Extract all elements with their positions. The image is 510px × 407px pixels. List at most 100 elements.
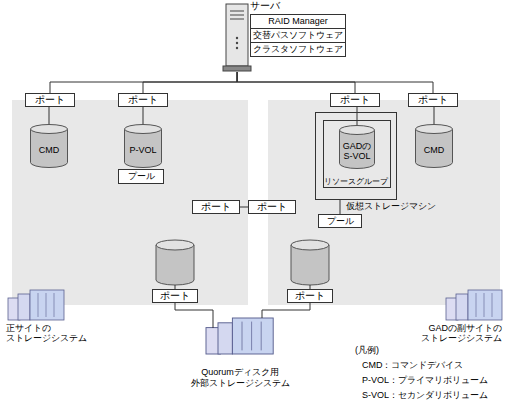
legend-row: CMD：コマンドデバイス [362,360,464,370]
server-detail [236,37,238,39]
storage-slot [38,293,39,317]
server-detail [236,42,238,44]
server-detail [230,15,244,16]
port-box: ポート [25,93,75,107]
connector-line [143,107,144,124]
volume-cylinder: CMD [30,124,68,168]
cylinder-body [31,129,68,168]
storage-slot [492,293,493,317]
connector-line [357,107,358,125]
connector-line [50,72,237,93]
node-text: プール [128,171,155,181]
storage-slot [251,322,252,351]
connector-line [49,107,50,124]
port-box: ポート [152,289,198,303]
pool-box: プール [318,214,362,228]
connector-line [262,303,310,318]
node-text: CMD [424,145,445,155]
port-box: ポート [287,289,333,303]
node-text: RAID Manager [268,16,328,26]
connector-line [175,303,213,328]
storage-rack [468,290,502,320]
cylinder-body [340,130,375,168]
legend-text: S-VOL：セカンダリボリューム [362,390,488,400]
node-text: P-VOL [129,145,156,155]
node-text: Quorumディスク用 外部ストレージシステム [185,367,295,388]
storage-rack [218,323,232,354]
port-box: ポート [248,200,296,214]
node-text: 交替パスソフトウェア [253,30,343,40]
site-area [12,100,248,305]
volume-cylinder: P-VOL [124,124,162,168]
node-text: ポート [35,94,65,106]
pool-box: プール [118,169,164,184]
storage-slot [484,293,485,317]
storage-slot [261,322,262,351]
node-text: プール [327,216,354,226]
node-text: ポート [295,290,325,302]
legend-text: P-VOL：プライマリボリューム [362,375,488,385]
connector-line [143,72,237,93]
cylinder-top [125,125,162,134]
server-base [223,66,251,71]
node-text: ポート [340,94,370,106]
storage-icon [8,290,64,320]
software-box: RAID Manager [250,14,346,29]
server: RAID Manager交替パスソフトウェアクラスタソフトウェアサーバ [222,0,348,72]
node-text: 仮想ストレージマシン [346,201,436,211]
node-text: クラスタソフトウェア [253,44,343,54]
software-box: 交替パスソフトウェア [250,28,346,43]
cylinder-body [125,129,162,168]
server-detail [230,11,244,12]
cylinder-top [416,125,453,134]
storage-slot [476,293,477,317]
node-text: ポート [257,201,287,213]
storage-icon [446,290,502,320]
volume-cylinder [291,245,329,285]
node-text: ポート [160,290,190,302]
site-area [268,100,500,305]
connector-line [434,107,435,124]
node-text: ポート [128,94,158,106]
connector-line [340,200,341,214]
server-icon [226,4,248,66]
node-text: GADの S-VOL [339,141,375,162]
storage-rack [30,290,64,320]
port-box: ポート [408,93,458,107]
volume-cylinder-top [156,240,194,250]
node-text: 正サイトの ストレージシステム [6,323,112,344]
cylinder-body [416,129,453,168]
storage-system: GADの副サイトの ストレージシステム [398,288,506,346]
port-box: ポート [192,200,240,214]
legend-text: CMD：コマンドデバイス [362,360,464,370]
software-box: クラスタソフトウェア [250,42,346,57]
legend-heading: (凡例) [355,345,379,355]
legend-row: P-VOL：プライマリボリューム [362,375,488,385]
connector-line [237,72,355,93]
port-box: ポート [118,93,168,107]
volume-cylinder [156,245,194,285]
port-box: ポート [330,93,380,107]
storage-rack [18,294,30,320]
cylinder-top [31,125,68,134]
server-detail [236,47,238,49]
volume-cylinder: GADの S-VOL [339,125,375,169]
storage-slot [46,293,47,317]
storage-rack [232,318,273,354]
node-text: ポート [201,201,231,213]
node-text: リソースグループ [324,177,388,186]
storage-rack [456,294,468,320]
legend-row: S-VOL：セカンダリボリューム [362,390,488,400]
storage-icon [206,318,273,354]
volume-cylinder: CMD [415,124,453,168]
node-text: GADの副サイトの ストレージシステム [398,323,502,344]
server-detail [230,19,244,20]
storage-system: Quorumディスク用 外部ストレージシステム [185,316,295,388]
virtual-storage-frame: GADの S-VOLリソースグループ仮想ストレージマシン [315,112,397,200]
cylinder-top [340,126,375,135]
node-text: CMD [39,145,60,155]
storage-slot [242,322,243,351]
storage-system: 正サイトの ストレージシステム [2,288,112,346]
connector-line [237,72,433,93]
connector-line [240,207,248,208]
